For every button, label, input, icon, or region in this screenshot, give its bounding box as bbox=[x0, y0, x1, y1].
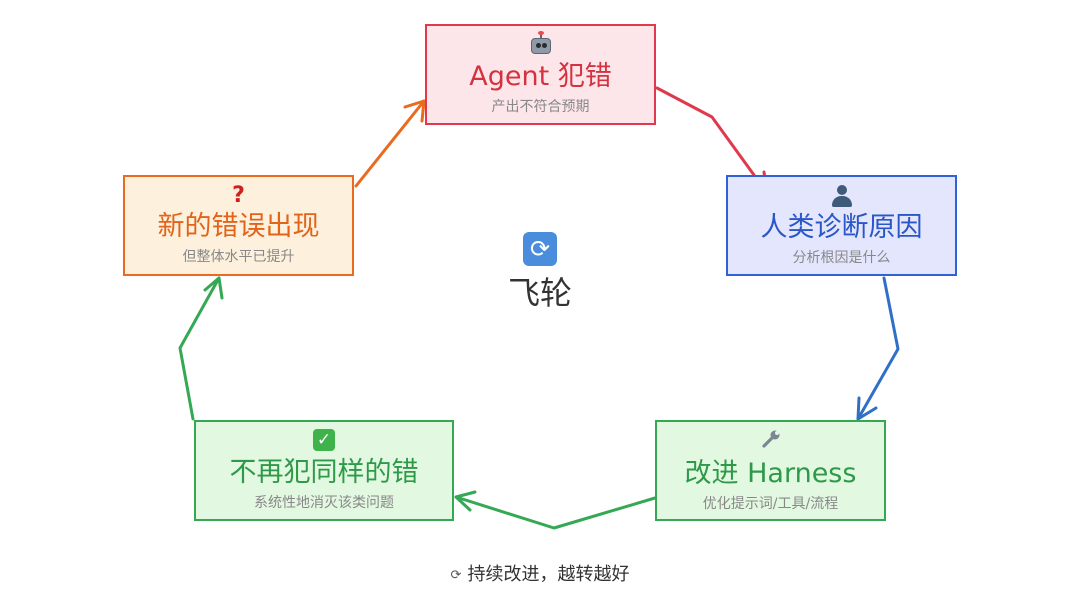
loop-icon: ⟳ bbox=[450, 568, 462, 583]
check-icon: ✓ bbox=[313, 428, 335, 451]
node-no-repeat-error: ✓ 不再犯同样的错 系统性地消灭该类问题 bbox=[194, 420, 454, 521]
wrench-icon bbox=[760, 428, 782, 454]
robot-icon bbox=[528, 30, 554, 55]
arrow-improve-to-no-repeat bbox=[454, 490, 657, 530]
node-subtitle: 分析根因是什么 bbox=[792, 250, 891, 267]
cycle-icon: ⟳ bbox=[523, 232, 557, 266]
arrow-new-error-to-error bbox=[354, 99, 426, 188]
node-title: 人类诊断原因 bbox=[760, 211, 923, 243]
node-subtitle: 产出不符合预期 bbox=[491, 99, 590, 116]
arrow-diagnose-to-improve bbox=[856, 276, 900, 421]
node-agent-error: Agent 犯错 产出不符合预期 bbox=[425, 24, 656, 125]
node-title: 新的错误出现 bbox=[157, 210, 320, 242]
node-subtitle: 但整体水平已提升 bbox=[182, 249, 295, 266]
node-title: Agent 犯错 bbox=[469, 60, 612, 92]
person-icon bbox=[830, 184, 854, 208]
node-new-error: ? 新的错误出现 但整体水平已提升 bbox=[123, 175, 354, 276]
node-human-diagnose: 人类诊断原因 分析根因是什么 bbox=[726, 175, 957, 276]
footer-caption: ⟳ 持续改进，越转越好 bbox=[340, 560, 740, 586]
question-icon: ? bbox=[232, 182, 245, 208]
node-subtitle: 系统性地消灭该类问题 bbox=[254, 495, 394, 512]
node-title: 改进 Harness bbox=[684, 457, 857, 489]
flywheel-center: ⟳ 飞轮 bbox=[490, 232, 590, 311]
node-title: 不再犯同样的错 bbox=[229, 456, 419, 488]
node-subtitle: 优化提示词/工具/流程 bbox=[702, 496, 839, 513]
center-label: 飞轮 bbox=[507, 274, 572, 312]
node-improve-harness: 改进 Harness 优化提示词/工具/流程 bbox=[655, 420, 886, 521]
footer-text: 持续改进，越转越好 bbox=[467, 564, 630, 585]
arrow-no-repeat-to-new-error bbox=[178, 276, 224, 421]
